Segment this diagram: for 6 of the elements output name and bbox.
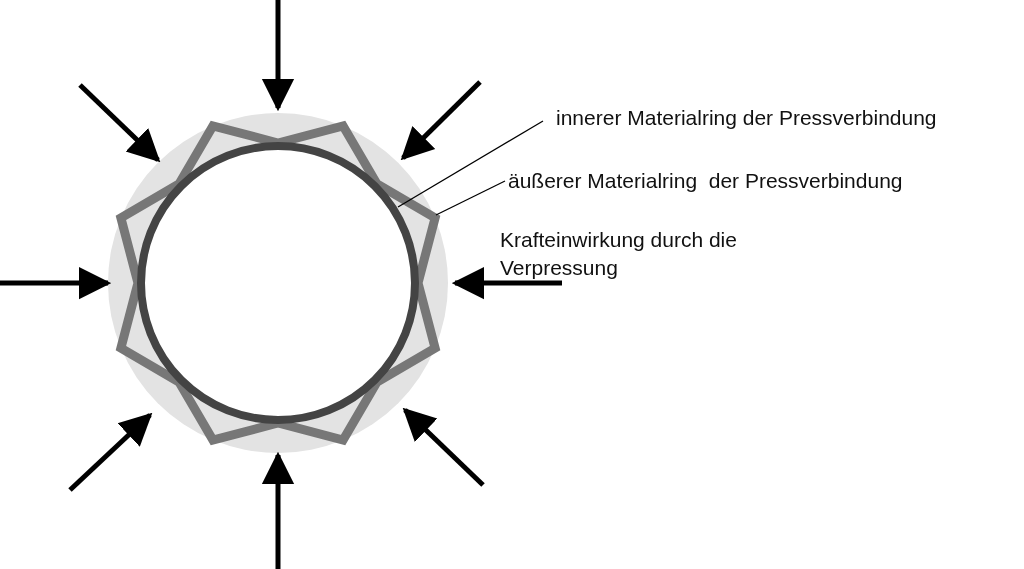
inner-ring [137,142,419,424]
leader-line [397,120,544,208]
force-label: Krafteinwirkung durch die Verpressung [500,227,738,281]
leader-line [435,180,506,216]
callout-label: innerer Materialring der Pressverbindung [556,104,937,132]
callout-label: äußerer Materialring der Pressverbindung [508,167,903,195]
